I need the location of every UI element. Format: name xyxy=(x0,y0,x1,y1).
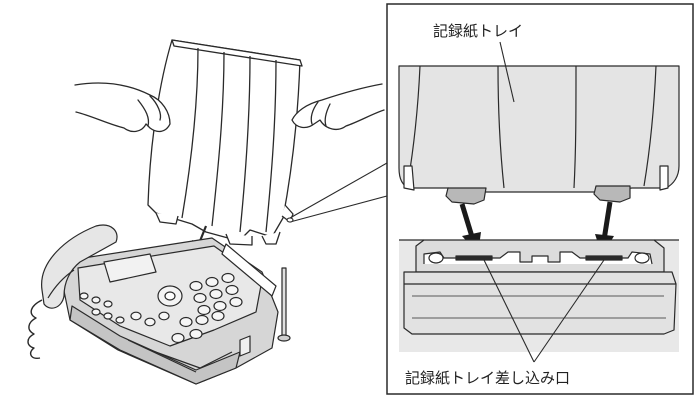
hands xyxy=(74,82,385,133)
callout-lines xyxy=(286,162,388,223)
fax-machine xyxy=(27,224,291,385)
tray-label-leader xyxy=(499,41,515,103)
slot-label-leaders xyxy=(483,259,605,363)
tray-detail xyxy=(398,65,680,205)
tray-label: 記録紙トレイ xyxy=(433,22,524,40)
paper-tray-held xyxy=(147,39,303,246)
tray-slot-detail xyxy=(399,239,679,352)
tray-slot-label: 記録紙トレイ差し込み口 xyxy=(405,369,571,387)
